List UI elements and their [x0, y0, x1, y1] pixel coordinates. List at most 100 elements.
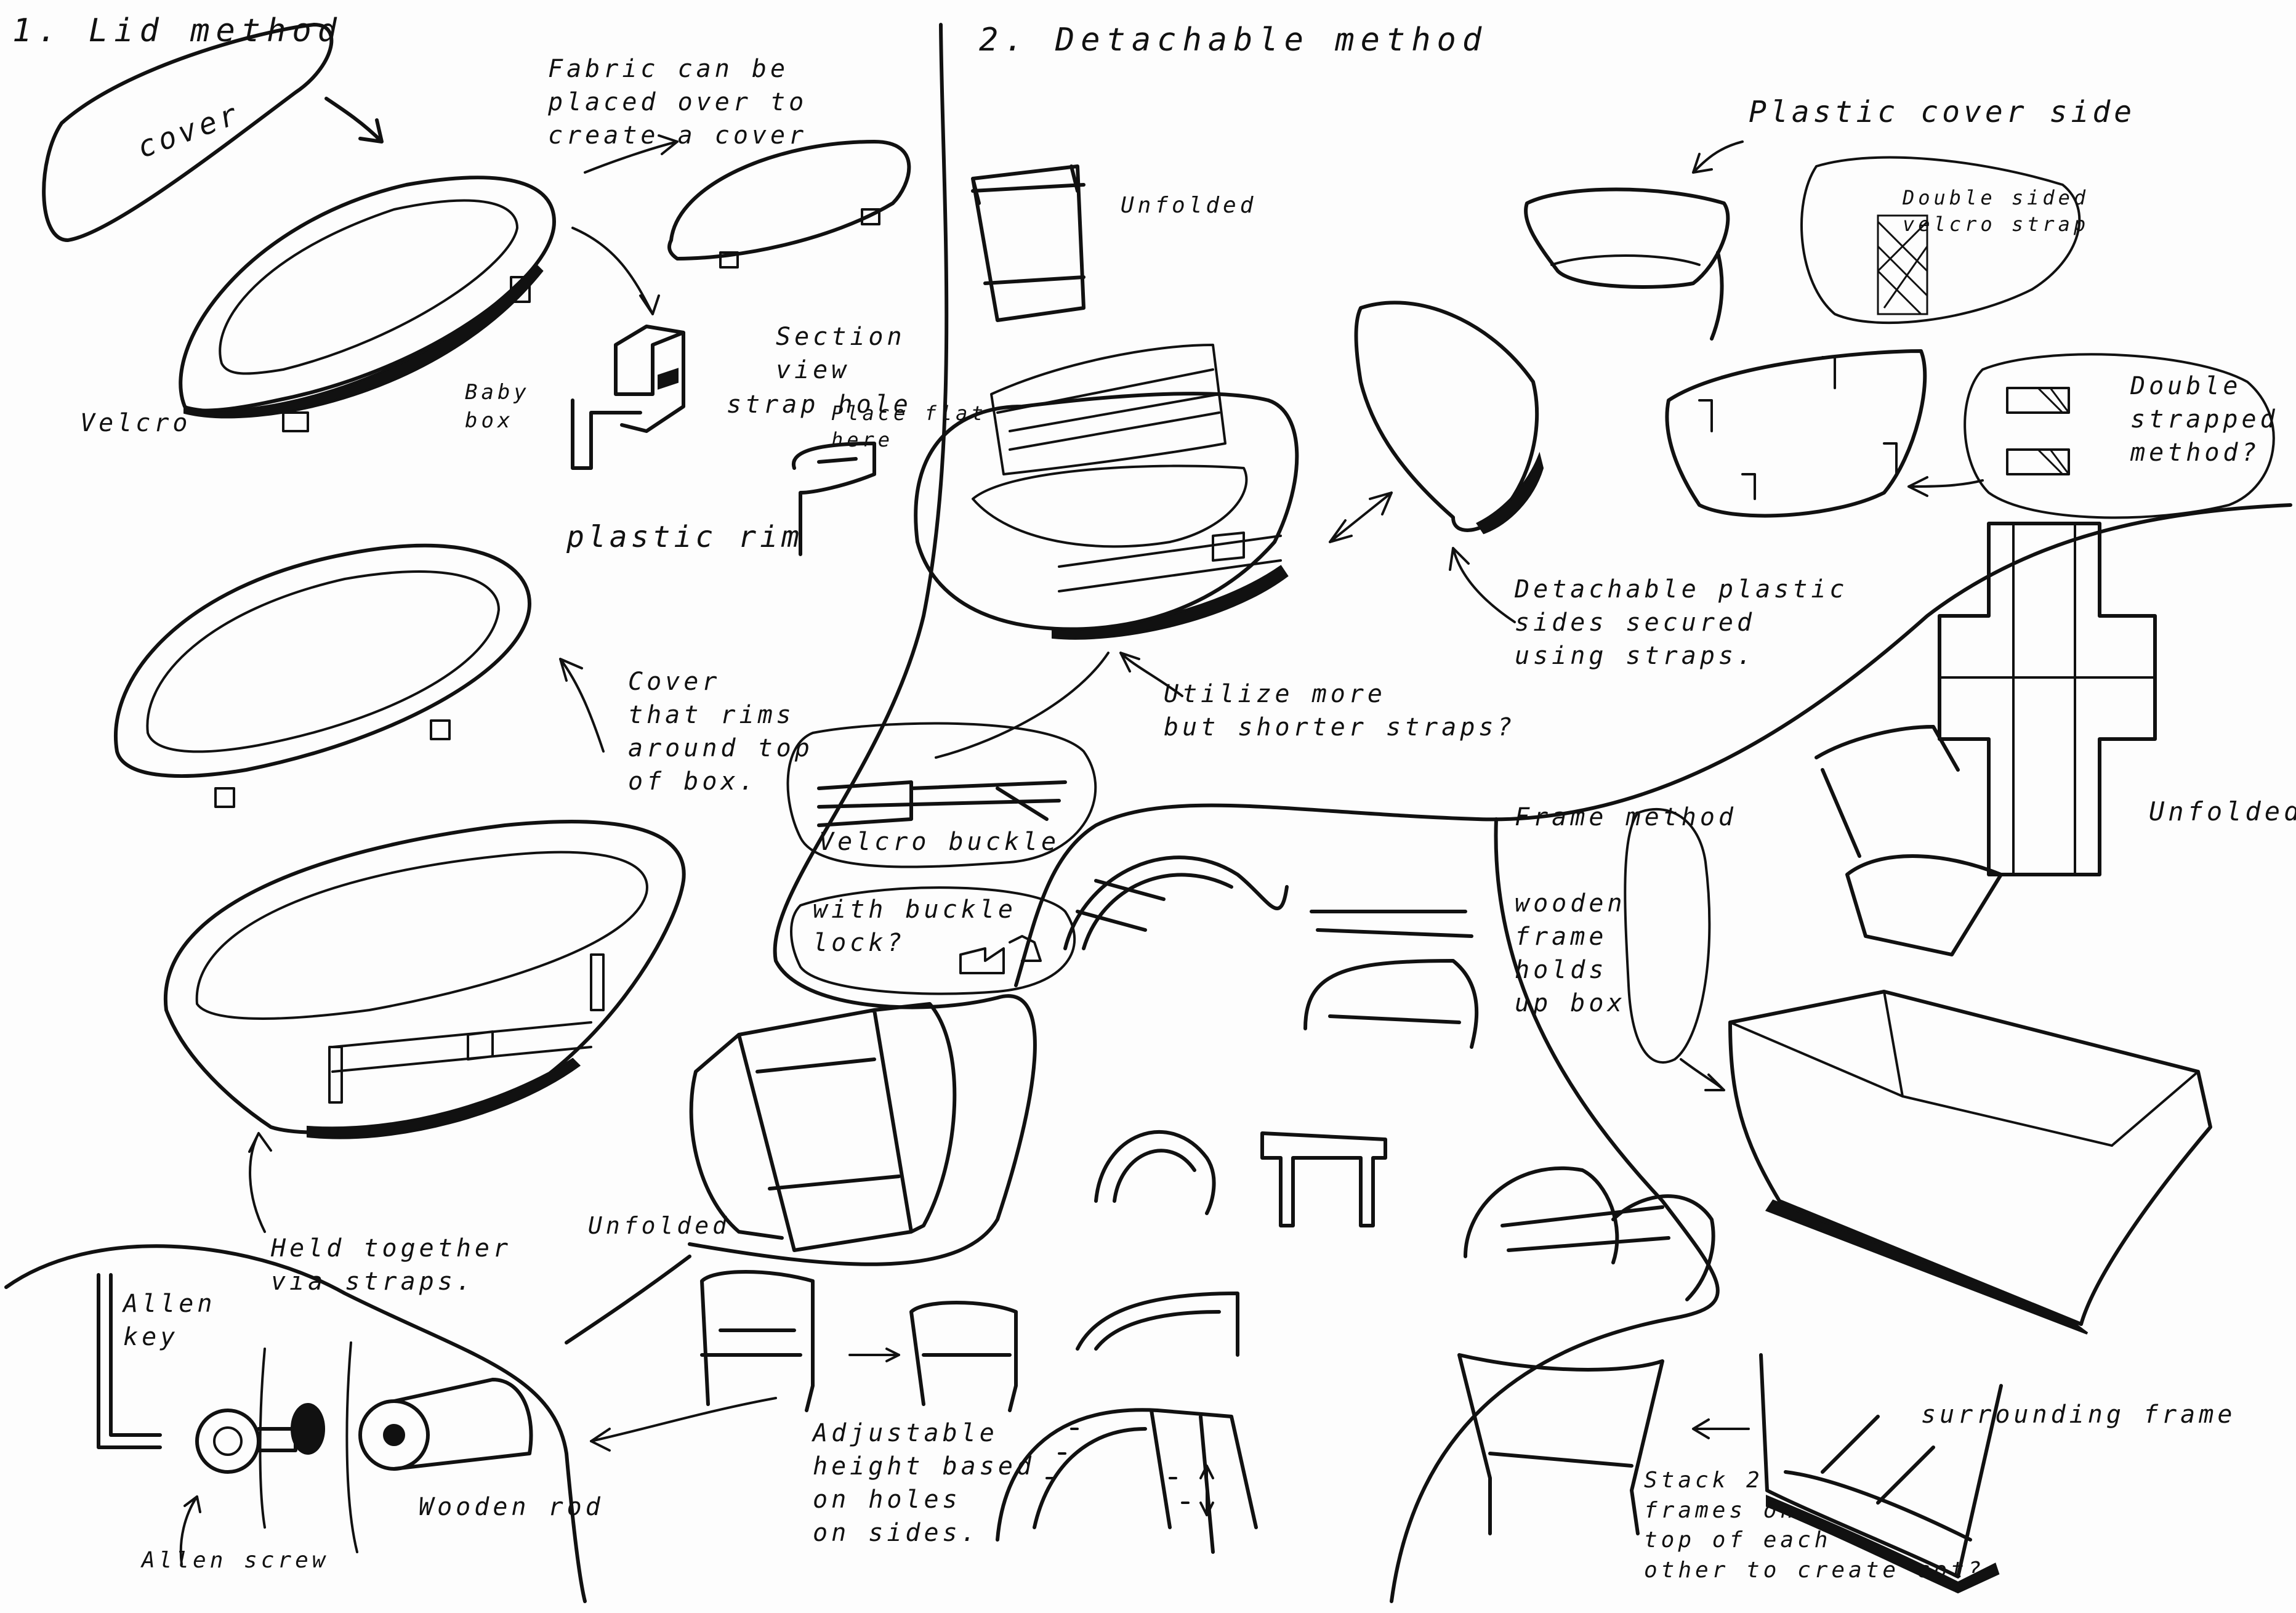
rim-cover-tab-1 — [214, 787, 235, 808]
label-fabric: Fabric can be placed over to create a co… — [548, 55, 808, 150]
surrounding-frame-shape — [1457, 1353, 1664, 1535]
label-held-together: Held together via straps. — [271, 1234, 512, 1296]
label-adjustable-height: Adjustable height based on holes on side… — [813, 1419, 1035, 1547]
divider-right-section — [1014, 503, 2292, 987]
label-place-flat: Place flat here — [831, 402, 987, 452]
allen-screw-socket — [213, 1426, 243, 1456]
plastic-cover-strap — [1710, 251, 1724, 341]
tub-buckle-1 — [328, 1046, 343, 1104]
section-title-frame: Frame method — [1515, 803, 1737, 831]
arrow-plastic-side — [1692, 140, 1744, 174]
plastic-cover-inner — [1550, 254, 1701, 266]
unfolded-box-mid — [689, 1002, 957, 1252]
sofa-seat — [972, 464, 1248, 548]
bubble-double-strap — [1964, 353, 2275, 519]
label-baby-box: Baby box — [465, 380, 530, 433]
tub-buckle-2 — [590, 953, 605, 1011]
arrow-section — [571, 227, 660, 315]
rim-cover-inner — [146, 570, 500, 753]
arch-frame-top — [1063, 855, 1289, 950]
strapped-tub-inner — [195, 851, 648, 1020]
arrow-to-box — [1680, 1058, 1725, 1091]
label-plastic-rim: plastic rim — [566, 520, 803, 554]
place-flat-clip — [791, 442, 876, 556]
arch-small — [1094, 1130, 1216, 1215]
label-stack-frames: Stack 2 frames on top of each other to c… — [1644, 1468, 1985, 1583]
chair-frame-1 — [700, 1270, 815, 1412]
folding-box-3d — [1815, 725, 2003, 956]
arrow-chair — [848, 1348, 900, 1362]
arrow-fabric — [584, 134, 679, 174]
label-wooden-frame: wooden frame holds up box — [1515, 889, 1626, 1017]
tub-strap — [331, 1021, 592, 1073]
fabric-tab-2 — [861, 208, 880, 225]
bubble-buckle-lock — [790, 886, 1076, 995]
label-allen-screw: Allen screw — [142, 1548, 329, 1573]
callout-line-sofa — [935, 652, 1110, 759]
double-strap-hatch — [2037, 387, 2070, 475]
table-frame-top — [1303, 910, 1479, 1049]
label-plastic-cover-side: Plastic cover side — [1749, 95, 2136, 129]
plastic-cover-side-shape — [1524, 187, 1730, 289]
allen-screw-shaft — [257, 1427, 297, 1452]
buckle-lock-icon — [959, 935, 1042, 974]
label-utilize-straps: Utilize more but shorter straps? — [1164, 680, 1516, 742]
velcro-rim-inner — [219, 199, 518, 375]
fabric-tab-1 — [719, 251, 739, 269]
arrow-to-allen — [590, 1397, 777, 1452]
stacked-frame-shape — [1759, 1353, 2003, 1579]
wooden-rod-body — [392, 1378, 533, 1471]
lid-cover-shape — [42, 23, 334, 242]
box-basket-shape — [1665, 349, 1927, 518]
velcro-rim-shadow — [183, 263, 544, 419]
rim-tab-2 — [510, 276, 531, 303]
label-buckle-lock: with buckle lock? — [813, 895, 1017, 957]
rim-cover-shape — [114, 543, 531, 778]
folded-box-shape — [1728, 990, 2212, 1326]
label-velcro-buckle: Velcro buckle — [819, 828, 1060, 856]
wooden-rod-core — [383, 1424, 405, 1446]
folded-box-inner — [1729, 990, 2199, 1147]
unfolded-strip-top — [971, 164, 1086, 322]
label-wooden-rod: Wooden rod — [419, 1493, 604, 1521]
stacked-frame-shadow — [1766, 1494, 2000, 1594]
chair-frame-2 — [909, 1301, 1018, 1412]
strapped-tub-shadow — [307, 1057, 581, 1139]
sofa-shadow — [1052, 565, 1289, 640]
height-arrow — [1199, 1465, 1214, 1516]
divider-allen-area — [565, 1255, 691, 1344]
velcro-rim-ring — [179, 176, 556, 413]
section-view-drawing — [571, 325, 685, 470]
rim-tab-1 — [282, 411, 309, 432]
side-panel-shadow — [1476, 451, 1544, 535]
sofa-straps — [1058, 532, 1282, 592]
divider-wood-line — [259, 1341, 358, 1553]
screw-hole-mark — [291, 1403, 325, 1455]
bubble-velcro-buckle — [786, 722, 1097, 868]
label-cover-rims: Cover that rims around top of box. — [628, 668, 813, 796]
divider-bottom-left — [4, 1244, 587, 1603]
velcro-hatch-lines — [1877, 220, 1928, 315]
bubble-frame-detail — [1624, 807, 1711, 1064]
sofa-backrest-lines — [996, 368, 1220, 451]
sofa-backrest — [990, 344, 1227, 475]
allen-key-shape — [97, 1273, 162, 1449]
arrow-stack — [1692, 1418, 1750, 1439]
strap-hole-mark — [658, 368, 679, 390]
arrow-double-strap — [1907, 476, 1984, 497]
arrow-allen-screw — [179, 1495, 201, 1566]
adjustable-holes — [1045, 1428, 1190, 1504]
bubble-velcro-detail — [1800, 156, 2081, 325]
strapped-tub-shape — [163, 820, 686, 1134]
arrow-held-together — [248, 1132, 272, 1233]
label-section-view: Section view — [776, 323, 906, 384]
label-unfolded-mid: Unfolded — [588, 1212, 731, 1239]
unfolded-cross-lines — [1938, 522, 2156, 876]
arrow-detachable — [1449, 547, 1516, 623]
label-surrounding-frame: surrounding frame — [1921, 1401, 2236, 1429]
stool-small — [1260, 1131, 1387, 1227]
velcro-buckle-shape — [817, 780, 1067, 827]
label-strap-hole: strap hole — [727, 390, 912, 419]
